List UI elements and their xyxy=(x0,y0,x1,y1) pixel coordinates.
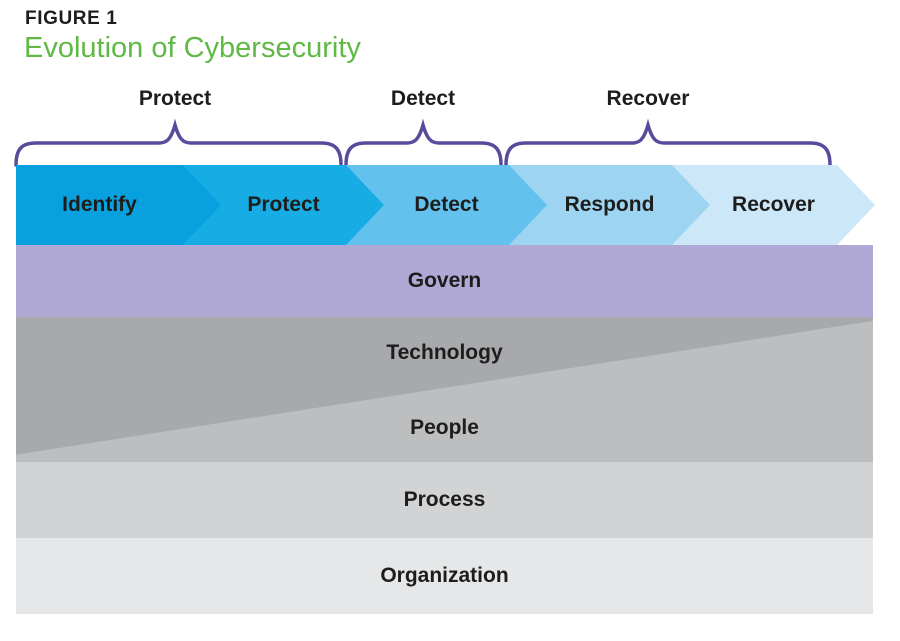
chevron-arrow-row: Identify Protect Detect Respond Recover xyxy=(0,165,900,245)
phase-braces xyxy=(14,118,832,167)
band-technology-people: Technology People xyxy=(16,317,873,462)
phase-group-label-recover: Recover xyxy=(606,87,690,110)
figure-number-label: FIGURE 1 xyxy=(25,8,118,29)
band-technology-label: Technology xyxy=(386,341,503,364)
brace-detect-shape xyxy=(344,118,503,167)
band-process: Process xyxy=(16,462,873,538)
band-people-label: People xyxy=(410,416,479,439)
brace-protect-shape xyxy=(14,118,343,167)
brace-recover-shape xyxy=(504,118,832,167)
band-organization: Organization xyxy=(16,538,873,614)
phase-group-label-protect: Protect xyxy=(138,87,212,110)
chevron-detect-label: Detect xyxy=(414,193,479,216)
people-wedge-shape xyxy=(16,320,873,462)
phase-group-label-detect: Detect xyxy=(390,87,456,110)
chevron-respond-label: Respond xyxy=(564,193,655,216)
chevron-protect-label: Protect xyxy=(247,193,320,216)
band-govern: Govern xyxy=(16,245,873,317)
chevron-identify: Identify xyxy=(16,165,221,245)
chevron-identify-label: Identify xyxy=(62,193,137,216)
band-organization-label: Organization xyxy=(380,564,509,587)
chevron-recover-label: Recover xyxy=(732,193,815,216)
band-process-label: Process xyxy=(403,488,486,511)
figure-title: Evolution of Cybersecurity xyxy=(24,32,361,64)
band-govern-label: Govern xyxy=(407,269,482,292)
